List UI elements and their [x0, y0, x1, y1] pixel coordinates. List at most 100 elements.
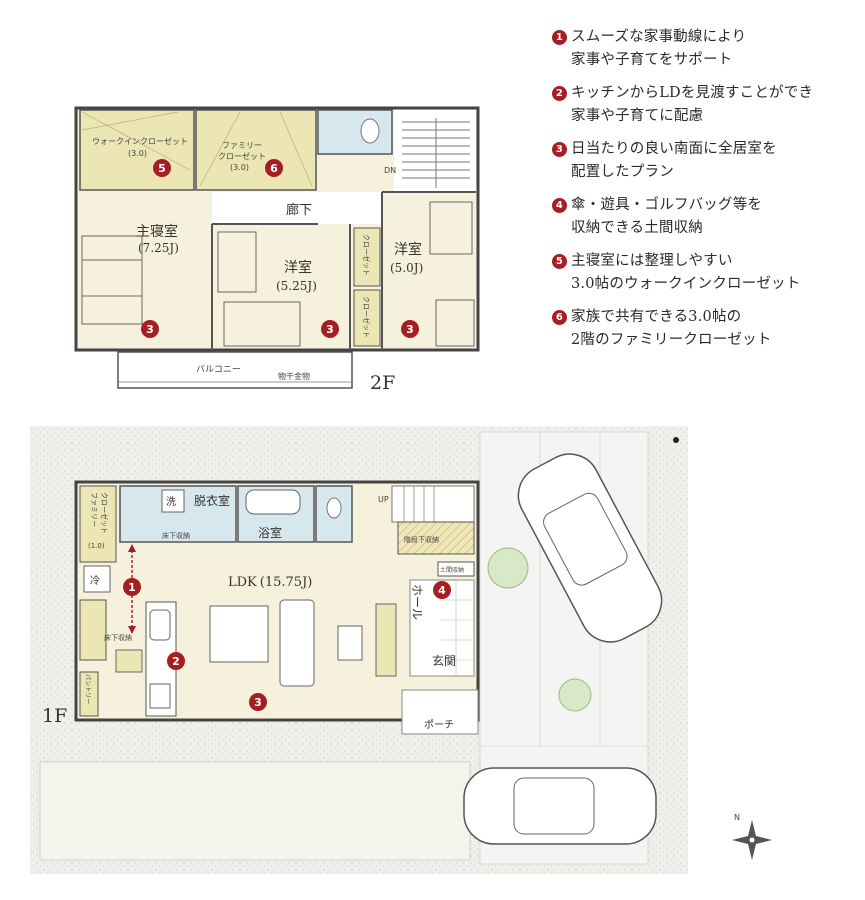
svg-text:冷: 冷 — [90, 574, 100, 587]
dn-label: DN — [384, 166, 396, 175]
marker-3: 3 — [321, 320, 339, 338]
svg-text:3: 3 — [326, 323, 334, 336]
balcony-label: バルコニー — [196, 364, 241, 375]
toilet-icon-1f — [326, 497, 342, 519]
room-a-label: 洋室 — [284, 259, 312, 276]
marker-3: 3 — [249, 693, 267, 711]
dressing-label: 脱衣室 — [194, 493, 230, 508]
svg-text:5: 5 — [158, 162, 166, 175]
low-table — [337, 625, 363, 661]
compass: N — [732, 813, 772, 860]
toilet-icon — [360, 118, 380, 144]
svg-text:3: 3 — [146, 323, 154, 336]
flow-arrow-down — [128, 626, 136, 634]
master-bedroom-label: 主寝室 — [136, 223, 178, 240]
earth-storage — [437, 561, 475, 577]
ldk-label: LDK(15.75J) — [228, 575, 312, 590]
svg-text:階段下収納: 階段下収納 — [404, 535, 439, 544]
closet-v1 — [353, 227, 381, 287]
feature-line-1: 日当たりの良い南面に全居室を — [571, 141, 777, 157]
feature-line-1: 主寝室には整理しやすい — [571, 253, 733, 269]
marker-4: 4 — [433, 581, 451, 599]
family-closet-1f — [79, 485, 117, 563]
feature-number-badge: 5 — [552, 254, 567, 269]
flow-arrow-up — [128, 544, 136, 552]
feature-line-2: 2階のファミリークローゼット — [571, 332, 772, 348]
svg-text:ファミリー: ファミリー — [222, 141, 262, 150]
feature-line-2: 家事や子育てをサポート — [571, 52, 733, 68]
svg-text:4: 4 — [438, 584, 446, 597]
svg-text:クローゼット: クローゼット — [100, 492, 109, 534]
svg-text:(5.25J): (5.25J) — [276, 279, 317, 293]
island — [115, 649, 143, 673]
feature-line-2: 配置したプラン — [571, 164, 674, 180]
floor-2: DN ウォークインクローゼット (3.0) ファミリー クローゼット (3.0)… — [74, 106, 480, 389]
feature-item: 3 日当たりの良い南面に全居室を配置したプラン — [552, 138, 852, 184]
svg-text:クローゼット: クローゼット — [218, 151, 266, 161]
svg-text:クローゼット: クローゼット — [362, 234, 371, 276]
porch — [401, 689, 479, 735]
hall-label: ホール — [410, 584, 424, 620]
floor-1: ファミリー クローゼット (1.0) 洗 脱衣室 床下収納 浴室 UP 階段下収… — [74, 480, 480, 735]
marker-6: 6 — [265, 159, 283, 177]
desk-a — [217, 231, 257, 293]
entrance-label: 玄関 — [432, 653, 456, 668]
svg-text:(3.0): (3.0) — [128, 149, 147, 158]
tv-board — [375, 603, 397, 677]
sofa — [279, 599, 315, 687]
room-b-label: 洋室 — [394, 241, 422, 258]
svg-text:床下収納: 床下収納 — [162, 531, 190, 540]
svg-text:物干金物: 物干金物 — [278, 371, 310, 381]
svg-text:(7.25J): (7.25J) — [138, 241, 179, 255]
floor-2-label: 2F — [370, 372, 395, 394]
svg-text:ファミリー: ファミリー — [90, 492, 98, 527]
feature-item: 1 スムーズな家事動線により家事や子育てをサポート — [552, 26, 852, 72]
sink-icon — [149, 609, 171, 641]
svg-text:土間収納: 土間収納 — [440, 566, 464, 574]
feature-number-badge: 1 — [552, 30, 567, 45]
dining-table — [209, 605, 269, 663]
marker-2: 2 — [167, 652, 185, 670]
bed-a — [223, 301, 301, 347]
up-label: UP — [378, 495, 389, 504]
car-2 — [463, 767, 657, 845]
feature-line-1: スムーズな家事動線により — [571, 29, 747, 45]
marker-3: 3 — [401, 320, 419, 338]
marker-3: 3 — [141, 320, 159, 338]
svg-text:6: 6 — [270, 162, 278, 175]
tree-1 — [487, 547, 529, 589]
svg-text:(1.0): (1.0) — [88, 542, 105, 550]
porch-label: ポーチ — [424, 719, 454, 731]
svg-text:クローゼット: クローゼット — [362, 296, 371, 338]
svg-text:(3.0): (3.0) — [230, 163, 249, 172]
svg-text:3: 3 — [254, 696, 262, 709]
car-1 — [517, 453, 663, 643]
pantry-shelf — [79, 599, 107, 661]
svg-text:(5.0J): (5.0J) — [390, 261, 423, 275]
road — [688, 424, 736, 876]
feature-line-2: 3.0帖のウォークインクローゼット — [571, 276, 801, 292]
svg-text:N: N — [734, 813, 740, 822]
bath-label: 浴室 — [258, 525, 282, 540]
floor-1-label: 1F — [42, 705, 67, 727]
lawn — [39, 761, 471, 861]
desk-b — [429, 201, 473, 255]
tree-2 — [558, 678, 592, 712]
bed-b — [435, 299, 475, 347]
svg-text:床下収納: 床下収納 — [104, 633, 132, 642]
markers: 1 2 3 3 3 3 4 5 6 — [123, 159, 451, 711]
svg-text:1: 1 — [128, 581, 136, 594]
bathtub-icon — [245, 489, 301, 515]
feature-number-badge: 3 — [552, 142, 567, 157]
stove-icon — [149, 683, 171, 709]
feature-number-badge: 4 — [552, 198, 567, 213]
hallway-label: 廊下 — [286, 202, 312, 218]
feature-line-1: 傘・遊具・ゴルフバッグ等を — [571, 197, 763, 213]
utility-pole — [673, 437, 679, 443]
marker-1: 1 — [123, 578, 141, 596]
feature-line-1: キッチンからLDを見渡すことができ — [571, 85, 814, 101]
